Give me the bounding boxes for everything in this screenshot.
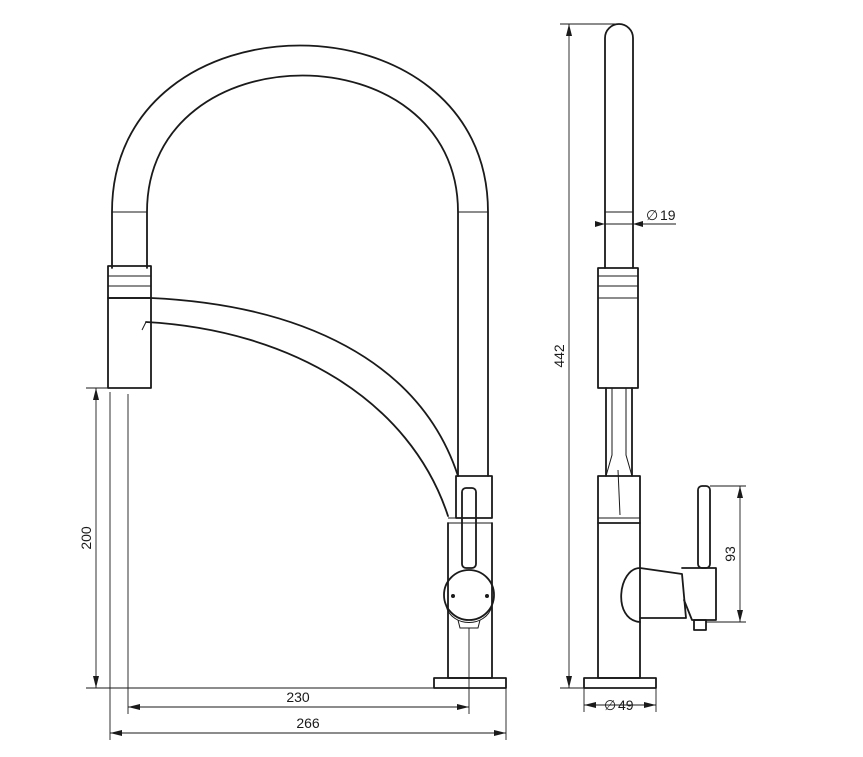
side-view	[583, 23, 717, 689]
side-lever	[697, 485, 711, 569]
side-collar	[597, 475, 641, 524]
base-diameter-symbol: ∅	[604, 697, 616, 713]
valve-cap	[443, 569, 495, 621]
gooseneck-outer	[111, 44, 489, 477]
base-plate	[433, 677, 507, 689]
spray-holder-notch	[141, 321, 151, 331]
valve-cap-rim	[445, 605, 493, 623]
side-body	[597, 522, 641, 679]
side-lever-tip	[693, 619, 707, 631]
side-stem-taper	[605, 388, 633, 516]
gooseneck-inner	[146, 74, 459, 477]
side-holder	[597, 267, 639, 389]
support-arm-lower	[145, 321, 449, 517]
spray-holder-body	[107, 297, 152, 389]
side-stem	[605, 387, 633, 477]
lever-handle	[461, 487, 477, 569]
valve-cap-screw	[451, 594, 455, 598]
spray-holder-collar	[107, 265, 152, 299]
support-arm-upper	[150, 297, 459, 477]
side-handle-arm	[639, 567, 687, 619]
valve-body	[447, 522, 493, 679]
front-view	[107, 44, 507, 689]
spout-diameter-symbol: ∅	[646, 207, 658, 223]
base-diameter-label: 49	[618, 697, 634, 713]
side-dimensions: 442 ∅ 19 93 ∅ 49	[551, 23, 746, 713]
side-handle-boss	[620, 567, 641, 623]
height-to-spout-label: 200	[78, 526, 94, 550]
handle-height-label: 93	[722, 546, 738, 562]
overall-height-label: 442	[551, 344, 567, 368]
overall-reach-label: 266	[296, 715, 320, 731]
side-base	[583, 677, 657, 689]
spout-diameter-label: 19	[660, 207, 676, 223]
front-dimensions: 200 230 266	[78, 387, 507, 740]
valve-cap-screw-2	[485, 594, 489, 598]
reach-label: 230	[286, 689, 310, 705]
side-lever-joint	[681, 567, 717, 621]
side-hose	[604, 23, 634, 269]
